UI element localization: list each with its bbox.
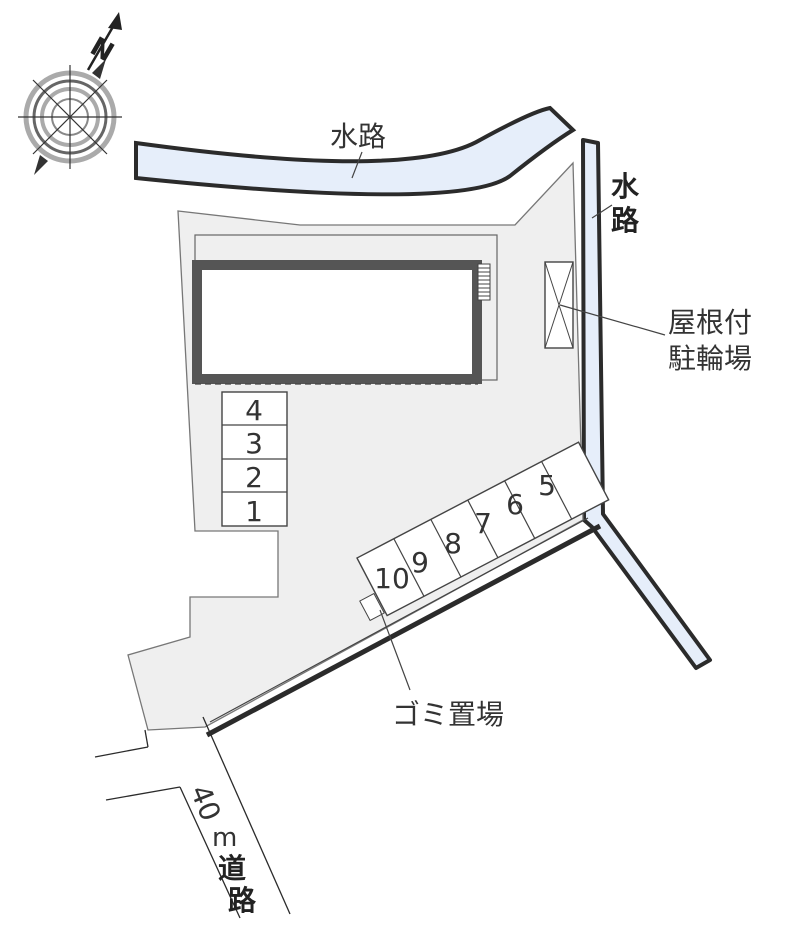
garbage-leader-line — [379, 609, 411, 691]
parking-number: 3 — [245, 427, 263, 460]
road-label: 40 — [184, 780, 228, 825]
canal-right-leader — [591, 204, 613, 219]
bicycle-leader-line — [559, 304, 666, 336]
parking-number: 5 — [538, 469, 556, 502]
bicycle-label-1: 屋根付 — [668, 306, 752, 339]
road-label-ro: 路 — [228, 884, 257, 917]
road-line-left-3 — [105, 786, 181, 801]
site-edge-line — [205, 523, 602, 738]
parking-right — [356, 441, 610, 617]
garbage-label: ゴミ置場 — [392, 698, 504, 731]
site-inner-edge — [209, 517, 589, 723]
parking-number: 4 — [245, 394, 263, 427]
road-line-left-2 — [144, 729, 149, 748]
garbage-area — [359, 592, 385, 622]
parking-number: 8 — [444, 527, 462, 560]
road-line-left-1 — [94, 746, 149, 758]
canal-top — [134, 105, 577, 197]
parking-number: 1 — [245, 495, 263, 528]
road-unit: m — [212, 823, 237, 853]
parking-number: 2 — [245, 461, 263, 494]
compass-rose-icon — [18, 59, 122, 175]
road-width-number: 40 — [184, 780, 228, 825]
parking-number: 9 — [411, 546, 429, 579]
road-label-michi: 道 — [218, 852, 246, 885]
canal-top-leader — [351, 151, 363, 179]
bicycle-label-2: 駐輪場 — [668, 342, 752, 375]
site-lot — [127, 161, 584, 731]
bicycle-parking — [544, 261, 574, 349]
road-line-left-4 — [179, 786, 241, 919]
canal-right-label-2: 路 — [611, 204, 640, 237]
north-label: N — [85, 32, 119, 69]
parking-number: 10 — [374, 562, 410, 595]
road-line-right — [202, 716, 291, 915]
parking-number: 7 — [474, 507, 492, 540]
canal-top-label: 水路 — [330, 120, 386, 153]
north-arrow-icon: N — [85, 12, 122, 71]
stairs — [477, 263, 491, 301]
canal-right — [581, 138, 712, 670]
building — [192, 260, 482, 384]
parking-number: 6 — [506, 488, 524, 521]
canal-right-label-1: 水 — [611, 170, 640, 203]
parking-right-numbers: 10 9 8 7 6 5 — [374, 469, 556, 595]
parking-left: 4 3 2 1 — [221, 391, 288, 528]
